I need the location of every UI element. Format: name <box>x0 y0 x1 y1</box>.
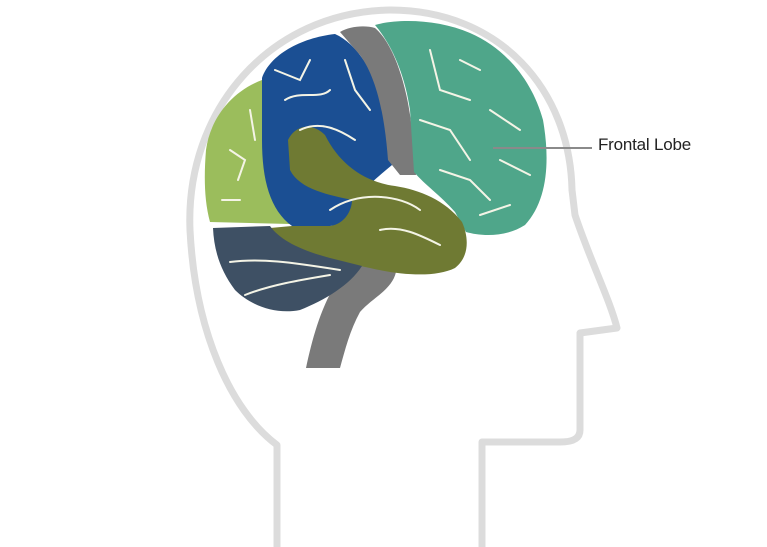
central-sulcus-band <box>340 26 416 175</box>
frontal-lobe <box>375 21 547 236</box>
cerebellum <box>213 226 362 312</box>
temporal-lobe <box>270 126 467 275</box>
frontal-lobe-label: Frontal Lobe <box>598 135 692 154</box>
sulci <box>221 49 531 296</box>
brainstem <box>306 262 396 368</box>
head-outline <box>186 6 621 547</box>
